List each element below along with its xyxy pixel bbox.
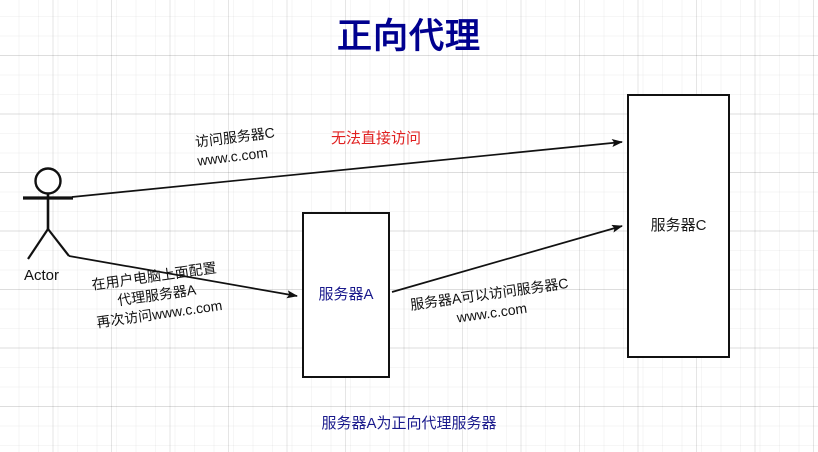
node-server-a-label: 服务器A bbox=[318, 286, 374, 303]
node-server-c[interactable]: 服务器C bbox=[627, 94, 730, 358]
annotation-cannot-access-directly: 无法直接访问 bbox=[331, 130, 422, 147]
page-title: 正向代理 bbox=[336, 17, 481, 56]
arrow-server-a-to-server-c bbox=[391, 224, 623, 293]
actor-label: Actor bbox=[24, 267, 60, 284]
arrow-actor-to-server-c bbox=[71, 139, 623, 198]
diagram-caption: 服务器A为正向代理服务器 bbox=[321, 415, 497, 432]
actor-figure-icon bbox=[23, 167, 73, 260]
arrow-actor-to-server-a bbox=[68, 255, 298, 299]
node-server-c-label: 服务器C bbox=[650, 217, 707, 234]
node-server-a[interactable]: 服务器A bbox=[302, 212, 390, 378]
